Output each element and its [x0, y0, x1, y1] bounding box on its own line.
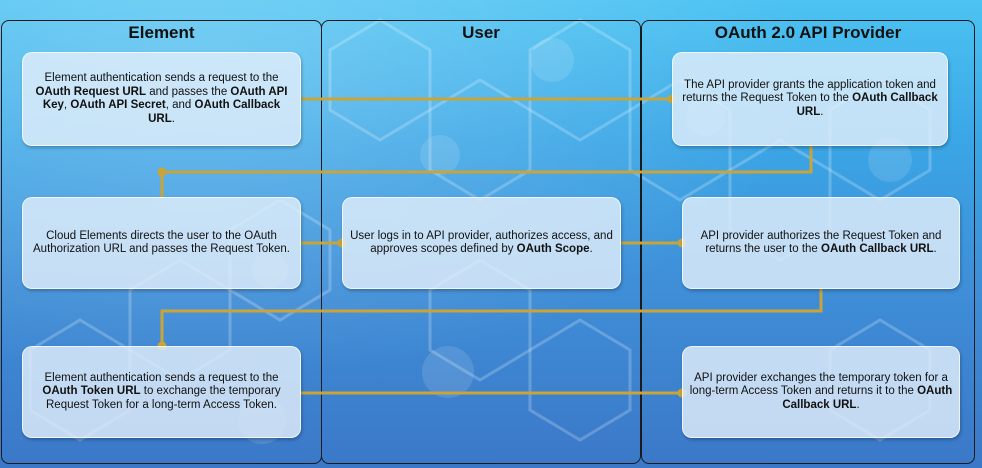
- text-segment: .: [820, 105, 824, 118]
- bold-term: OAuth Token URL: [42, 385, 141, 398]
- step-element-redirect-user-text: Cloud Elements directs the user to the O…: [29, 230, 294, 257]
- text-segment: Cloud Elements directs the user to the O…: [33, 229, 290, 256]
- step-user-login: User logs in to API provider, authorizes…: [342, 197, 621, 289]
- bold-term: OAuth Request URL: [35, 85, 147, 98]
- text-segment: API provider authorizes the Request Toke…: [700, 229, 942, 256]
- bold-term: OAuth Scope: [516, 243, 590, 255]
- bold-term: OAuth API Key: [42, 85, 288, 112]
- step-provider-authorize-text: API provider authorizes the Request Toke…: [689, 230, 953, 257]
- text-segment: User logs in to API provider, authorizes…: [350, 229, 613, 256]
- text-segment: , and: [165, 99, 195, 111]
- text-segment: .: [171, 112, 175, 125]
- step-provider-access-token: API provider exchanges the temporary tok…: [682, 346, 960, 438]
- step-provider-grant-token: The API provider grants the application …: [672, 52, 948, 146]
- text-segment: API provider exchanges the temporary tok…: [689, 371, 948, 398]
- lane-title-provider: OAuth 2.0 API Provider: [714, 23, 902, 42]
- text-segment: Element authentication sends a request t…: [44, 371, 279, 384]
- step-element-token-exchange-text: Element authentication sends a request t…: [29, 372, 294, 413]
- step-provider-access-token-text: API provider exchanges the temporary tok…: [689, 372, 953, 413]
- step-element-request: Element authentication sends a request t…: [22, 52, 301, 146]
- bold-term: OAuth Callback URL: [148, 99, 281, 125]
- step-provider-authorize: API provider authorizes the Request Toke…: [682, 197, 960, 289]
- step-user-login-text: User logs in to API provider, authorizes…: [349, 230, 614, 257]
- text-segment: and passes the: [146, 85, 231, 98]
- step-element-token-exchange: Element authentication sends a request t…: [22, 346, 301, 438]
- text-segment: to exchange the temporary Request Token …: [46, 385, 281, 411]
- step-element-request-text: Element authentication sends a request t…: [29, 72, 294, 126]
- bold-term: OAuth Callback URL: [821, 243, 934, 255]
- lane-title-element: Element: [128, 23, 195, 42]
- text-segment: .: [933, 243, 937, 255]
- text-segment: Element authentication sends a request t…: [44, 72, 279, 84]
- lane-title-user: User: [462, 23, 500, 42]
- bold-term: OAuth Callback URL: [782, 385, 953, 411]
- text-segment: .: [856, 398, 860, 411]
- step-provider-grant-token-text: The API provider grants the application …: [679, 79, 941, 120]
- text-segment: .: [589, 243, 593, 255]
- text-segment: The API provider grants the application …: [682, 78, 936, 105]
- bold-term: OAuth API Secret: [70, 99, 166, 111]
- bold-term: OAuth Callback URL: [796, 92, 938, 118]
- text-segment: ,: [63, 99, 71, 111]
- step-element-redirect-user: Cloud Elements directs the user to the O…: [22, 197, 301, 289]
